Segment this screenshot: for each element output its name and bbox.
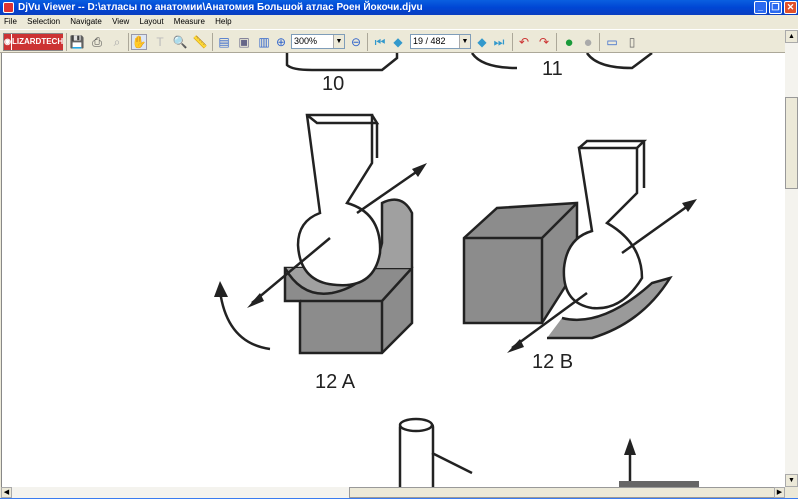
forward-icon: ● bbox=[583, 33, 593, 51]
menu-file[interactable]: File bbox=[4, 17, 17, 26]
zoom-tool-icon[interactable]: 🔍 bbox=[172, 35, 188, 49]
page-select[interactable]: 19 / 482▼ bbox=[410, 34, 471, 49]
rotate-left-icon[interactable]: ↶ bbox=[518, 35, 530, 49]
menu-layout[interactable]: Layout bbox=[139, 17, 164, 26]
zoom-select[interactable]: 300%▼ bbox=[291, 34, 345, 49]
figure-label-11: 11 bbox=[542, 58, 563, 80]
document-view[interactable]: 10 11 12 A 12 B bbox=[1, 53, 785, 487]
menu-bar: File Selection Navigate View Layout Meas… bbox=[0, 15, 798, 28]
scroll-up-button[interactable]: ▲ bbox=[785, 30, 798, 43]
scroll-right-button[interactable]: ▶ bbox=[774, 487, 785, 498]
toolbar: ◉LIZARDTECH 💾 ⎙ ⌕ ✋ T 🔍 📏 ▤ ▣ ▥ ⊕ 300%▼ … bbox=[0, 29, 798, 53]
back-icon[interactable]: ● bbox=[564, 33, 574, 51]
single-page-icon[interactable]: ▤ bbox=[218, 35, 230, 49]
fit-page-icon[interactable]: ▣ bbox=[238, 35, 250, 49]
find-icon: ⌕ bbox=[113, 34, 121, 49]
vertical-scroll-thumb[interactable] bbox=[785, 97, 798, 189]
last-page-icon[interactable]: ⏭ bbox=[493, 34, 505, 49]
rotate-right-icon[interactable]: ↷ bbox=[538, 35, 550, 49]
figure-label-12a: 12 A bbox=[315, 371, 356, 393]
window-title: DjVu Viewer -- D:\атласы по анатомии\Ана… bbox=[18, 2, 423, 13]
figure-label-10: 10 bbox=[322, 73, 344, 95]
first-page-icon[interactable]: ⏮ bbox=[374, 34, 386, 49]
menu-selection[interactable]: Selection bbox=[27, 17, 61, 26]
next-page-icon[interactable]: ◆ bbox=[477, 35, 487, 49]
app-icon bbox=[3, 2, 14, 13]
text-tool-icon: T bbox=[156, 35, 164, 49]
lizardtech-logo[interactable]: ◉LIZARDTECH bbox=[3, 33, 64, 51]
scroll-left-button[interactable]: ◀ bbox=[1, 487, 12, 498]
chevron-down-icon[interactable]: ▼ bbox=[459, 35, 470, 48]
thumbnails-icon[interactable]: ▭ bbox=[606, 35, 618, 49]
restore-button[interactable]: ❐ bbox=[769, 1, 782, 14]
horizontal-scroll-thumb[interactable] bbox=[349, 487, 775, 498]
menu-measure[interactable]: Measure bbox=[173, 17, 205, 26]
zoom-out-icon[interactable]: ⊖ bbox=[350, 35, 362, 49]
vertical-scrollbar[interactable]: ▲ ▼ bbox=[785, 30, 798, 487]
menu-navigate[interactable]: Navigate bbox=[70, 17, 102, 26]
scroll-down-button[interactable]: ▼ bbox=[785, 474, 798, 487]
horizontal-scrollbar[interactable]: ◀ ▶ bbox=[1, 487, 785, 498]
ruler-tool-icon[interactable]: 📏 bbox=[192, 35, 208, 49]
minimize-button[interactable]: _ bbox=[754, 1, 767, 14]
zoom-in-icon[interactable]: ⊕ bbox=[275, 35, 287, 49]
film-strip-icon[interactable]: ▯ bbox=[628, 35, 636, 49]
page-illustration: 10 11 12 A 12 B bbox=[214, 53, 699, 487]
print-icon[interactable]: ⎙ bbox=[92, 34, 102, 49]
previous-page-icon[interactable]: ◆ bbox=[393, 35, 403, 49]
close-button[interactable]: ✕ bbox=[784, 1, 797, 14]
fit-width-icon[interactable]: ▥ bbox=[258, 35, 270, 49]
save-icon[interactable]: 💾 bbox=[69, 35, 85, 49]
menu-view[interactable]: View bbox=[112, 17, 130, 26]
title-bar: DjVu Viewer -- D:\атласы по анатомии\Ана… bbox=[0, 0, 798, 15]
menu-help[interactable]: Help bbox=[215, 17, 232, 26]
chevron-down-icon[interactable]: ▼ bbox=[333, 35, 344, 48]
hand-tool-icon[interactable]: ✋ bbox=[131, 34, 147, 50]
figure-label-12b: 12 B bbox=[532, 351, 573, 373]
